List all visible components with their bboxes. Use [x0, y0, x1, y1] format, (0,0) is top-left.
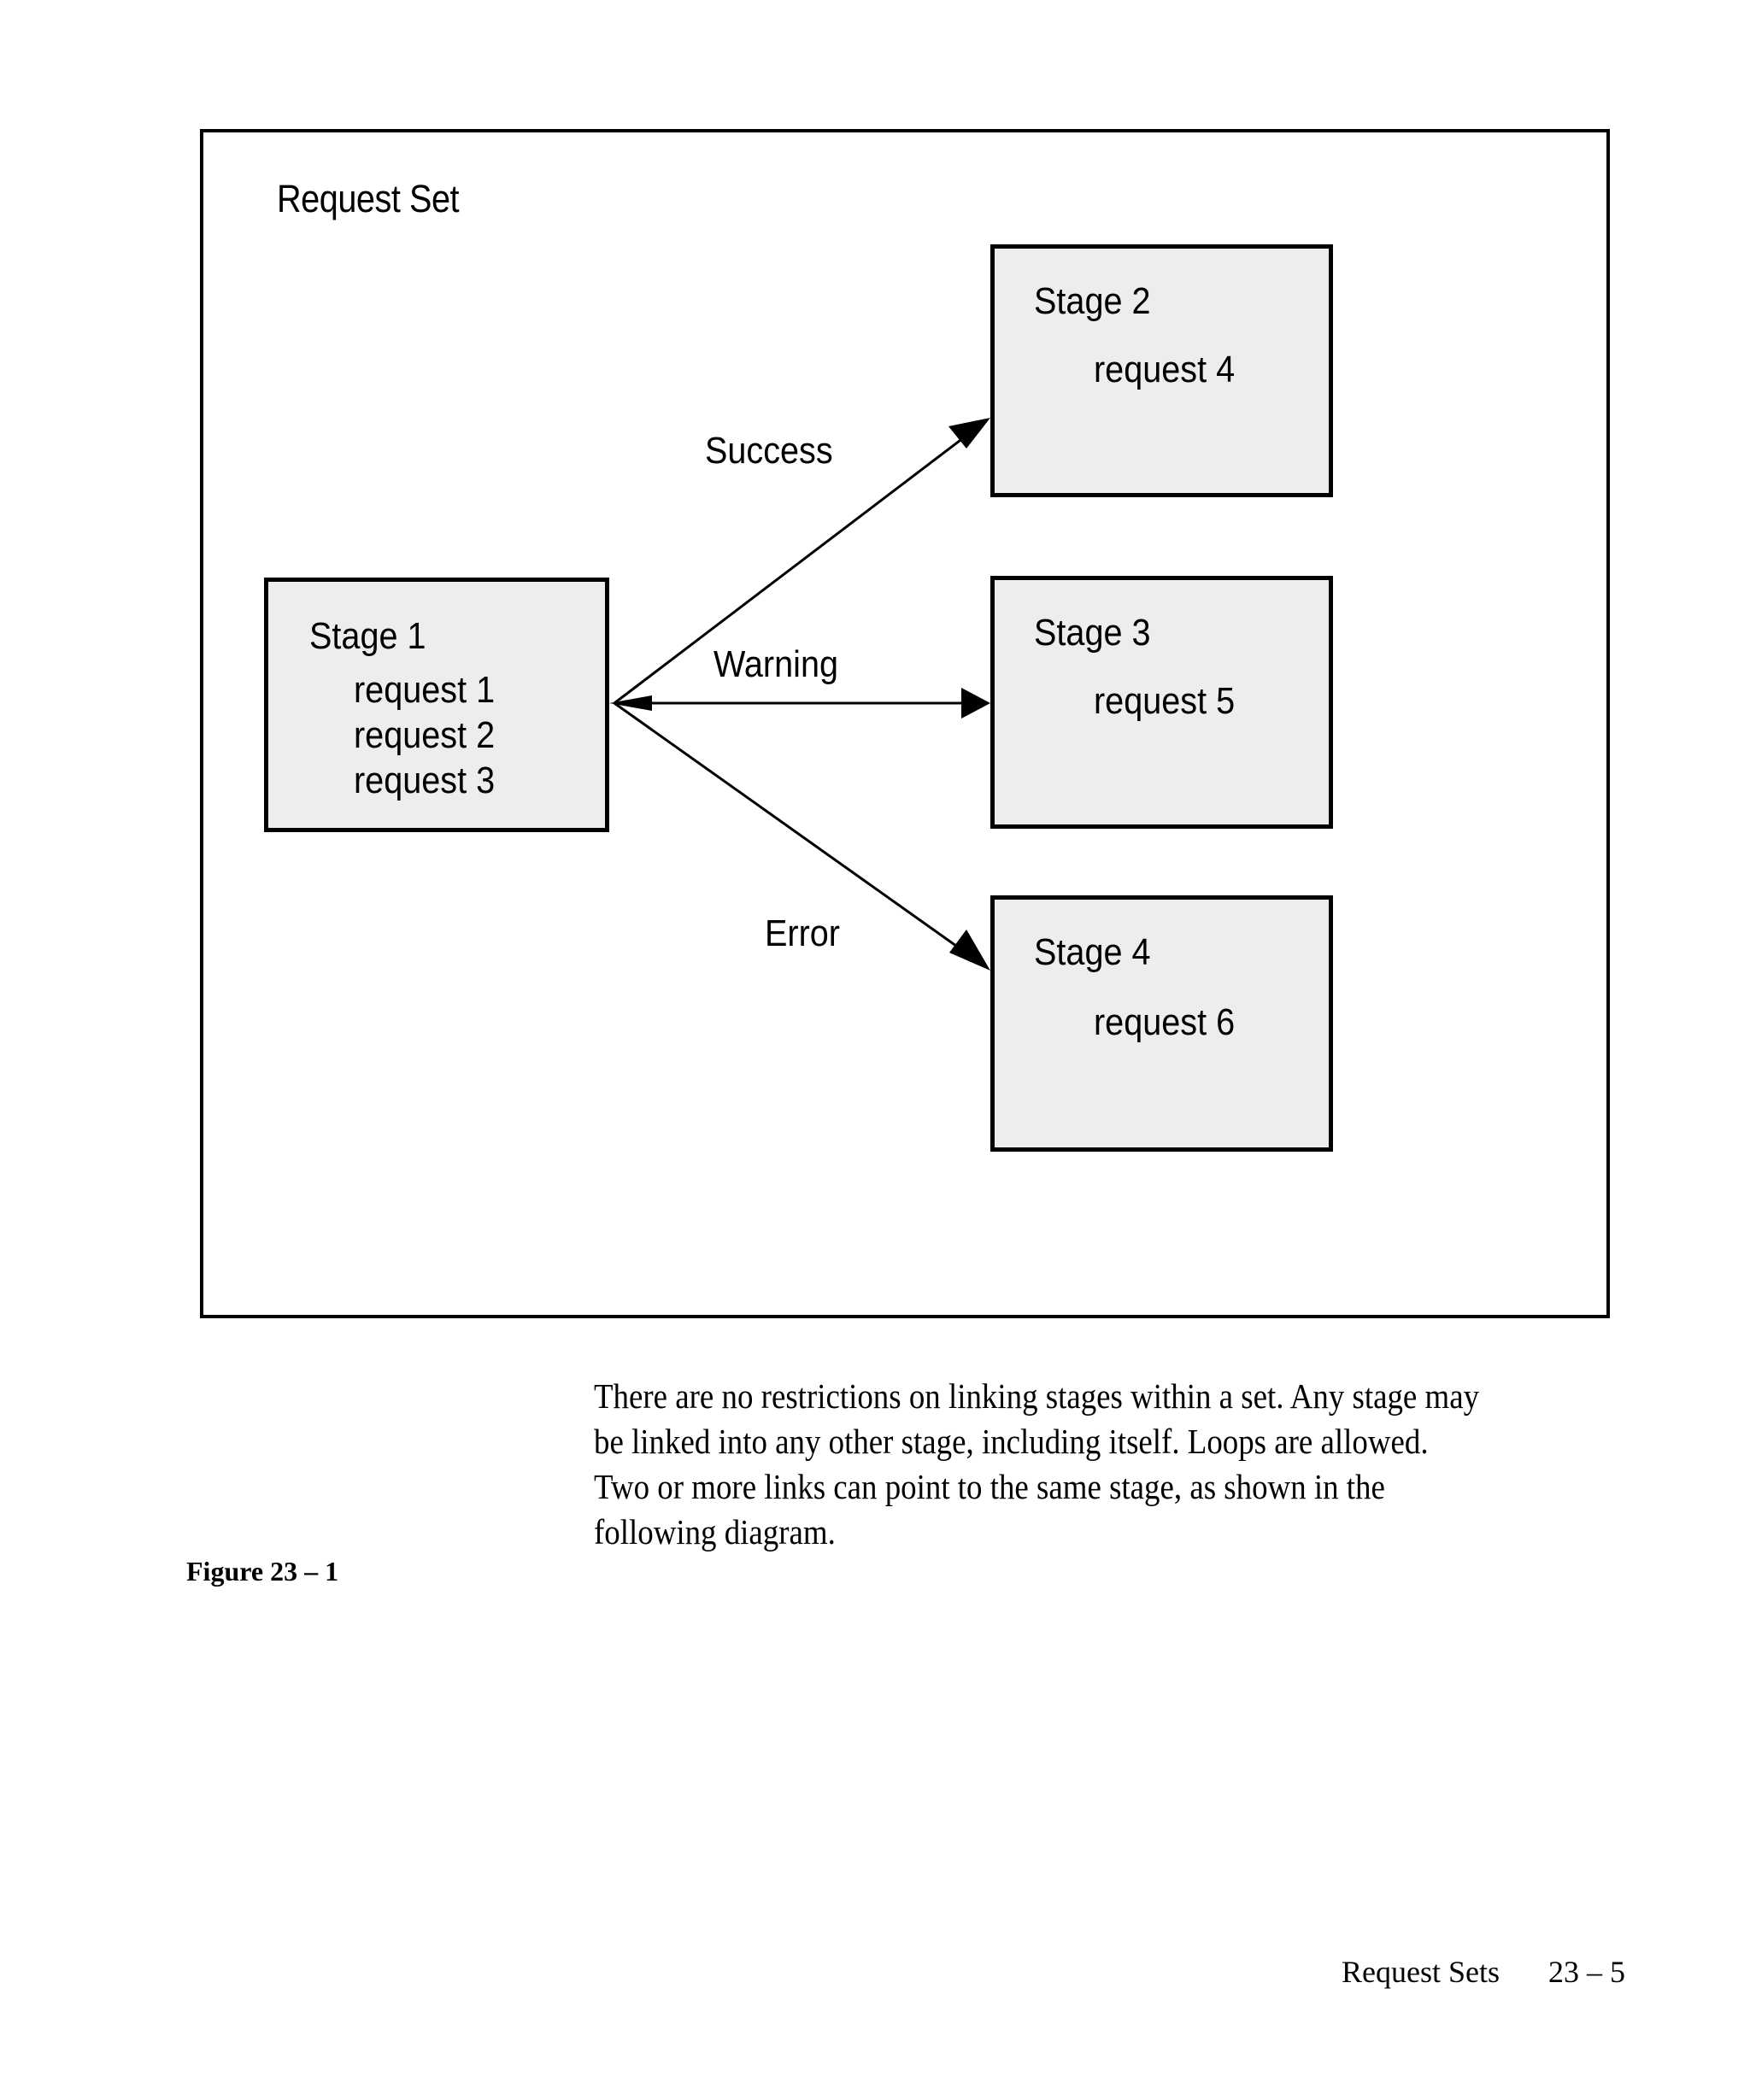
stage-box-stage-4: Stage 4 request 6	[990, 895, 1333, 1152]
stage-box-stage-1: Stage 1 request 1 request 2 request 3	[264, 578, 609, 832]
stage-3-title: Stage 3	[1034, 612, 1151, 654]
stage-4-request-6: request 6	[1094, 1001, 1236, 1043]
body-line-3: Two or more links can point to the same …	[594, 1467, 1385, 1506]
figure-frame: Request Set Stage 1 request 1 request 2 …	[200, 129, 1610, 1318]
arrow-error	[614, 701, 990, 971]
figure-caption: Figure 23 – 1	[186, 1556, 339, 1587]
footer-page-number: 23 – 5	[1548, 1955, 1625, 1989]
stage-1-title: Stage 1	[309, 615, 426, 657]
stage-4-title: Stage 4	[1034, 931, 1151, 973]
arrow-success	[614, 418, 990, 705]
arrow-junction-stub	[609, 695, 652, 711]
body-paragraph: There are no restrictions on linking sta…	[594, 1374, 1517, 1555]
stage-2-request-4: request 4	[1094, 349, 1236, 390]
figure-frame-title: Request Set	[277, 177, 460, 220]
arrow-warning	[614, 688, 990, 719]
page-footer: Request Sets 23 – 5	[1342, 1956, 1625, 1987]
body-line-2: be linked into any other stage, includin…	[594, 1422, 1429, 1461]
stage-3-request-5: request 5	[1094, 680, 1236, 722]
stage-box-stage-3: Stage 3 request 5	[990, 576, 1333, 829]
stage-1-request-3: request 3	[354, 760, 496, 801]
footer-section-title: Request Sets	[1342, 1955, 1500, 1989]
body-line-1: There are no restrictions on linking sta…	[594, 1376, 1480, 1416]
stage-1-request-1: request 1	[354, 669, 496, 711]
stage-box-stage-2: Stage 2 request 4	[990, 244, 1333, 497]
stage-1-request-2: request 2	[354, 714, 496, 756]
stage-2-title: Stage 2	[1034, 280, 1151, 322]
body-line-4: following diagram.	[594, 1512, 836, 1552]
